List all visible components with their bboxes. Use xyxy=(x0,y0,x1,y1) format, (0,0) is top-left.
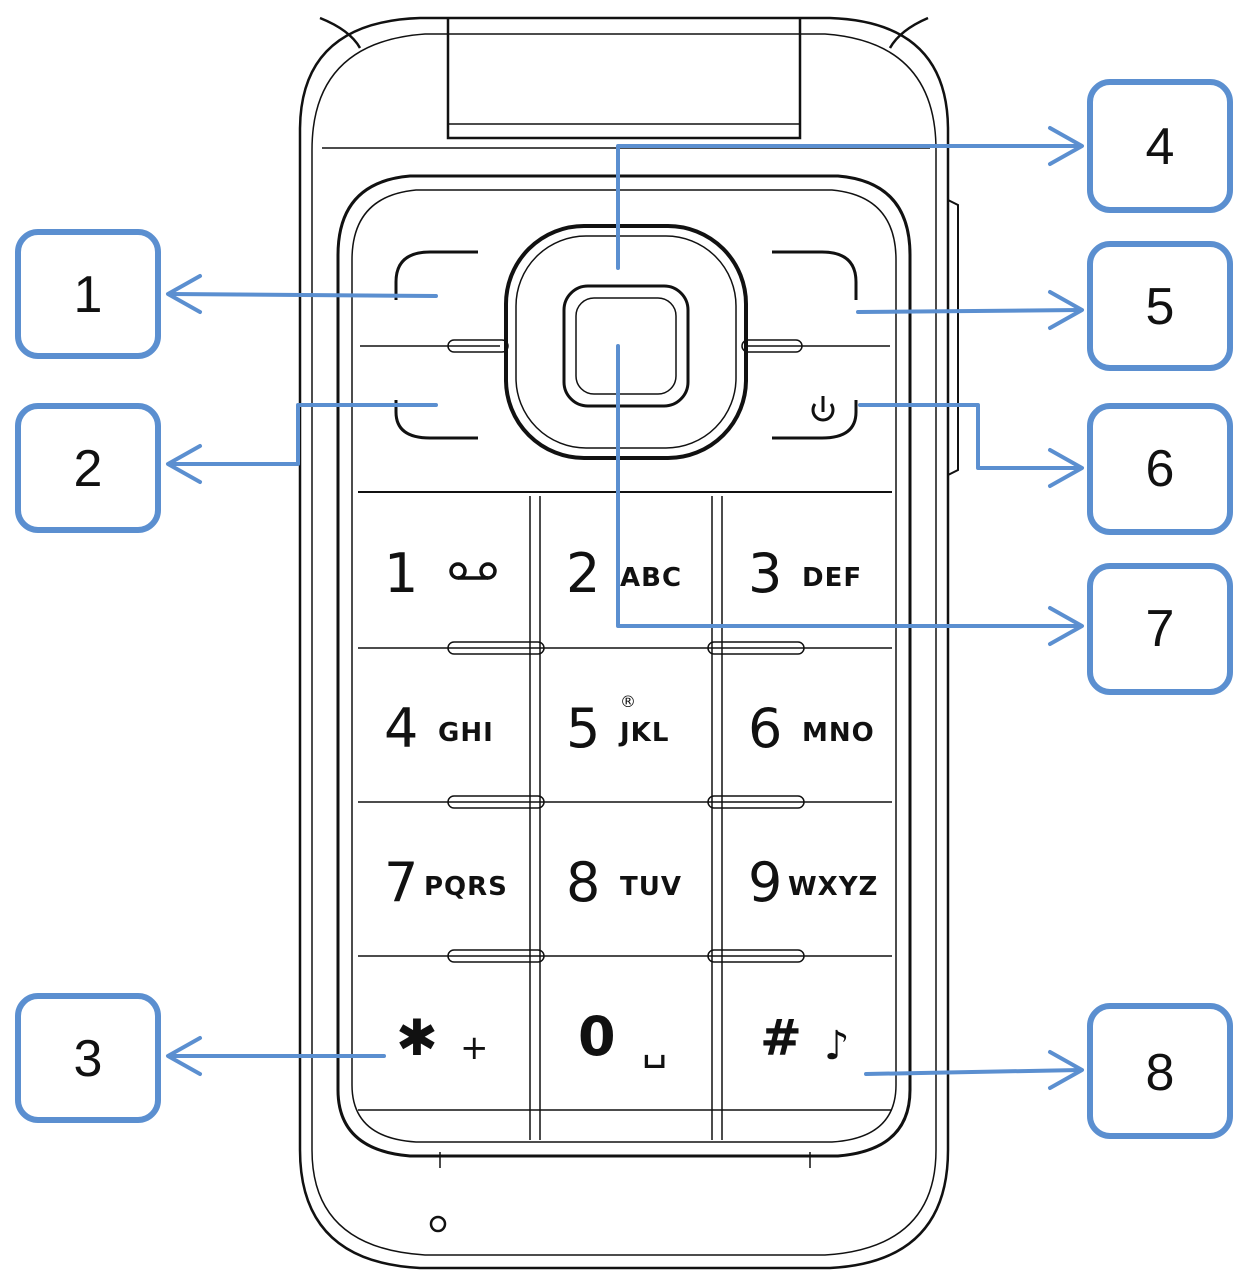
keypad-frame-inner xyxy=(351,189,897,1143)
callout-connectors xyxy=(166,126,1084,1090)
callout-label-8: 8 xyxy=(1146,1044,1175,1102)
callout-line-4 xyxy=(616,144,1082,270)
key-zero-letters: ␣ xyxy=(642,1023,667,1069)
power-icon xyxy=(811,396,835,422)
end-power-key[interactable] xyxy=(772,400,858,440)
callout-arrow-8 xyxy=(1048,1050,1084,1090)
callout-line-6 xyxy=(858,403,1082,470)
callout-box-3 xyxy=(15,993,161,1123)
callout-arrow-5 xyxy=(1048,290,1084,330)
key-2-digit: 2 xyxy=(566,542,600,605)
key-star-digit: ✱ xyxy=(396,1009,438,1067)
callout-labels: 1 2 3 4 5 6 7 8 xyxy=(74,118,1175,1102)
callout-line-1 xyxy=(168,292,438,298)
key-3-letters: DEF xyxy=(802,563,862,593)
callout-arrow-6 xyxy=(1048,448,1084,488)
callout-box-8 xyxy=(1087,1003,1233,1139)
callout-label-1: 1 xyxy=(74,266,103,324)
hinge-right-edge xyxy=(888,16,929,49)
left-selection-key[interactable] xyxy=(394,250,478,300)
navi-key[interactable] xyxy=(504,224,748,460)
callout-label-5: 5 xyxy=(1146,278,1175,336)
key-7-letters: PQRS xyxy=(424,872,508,902)
keypad-grid xyxy=(358,491,892,1140)
side-button xyxy=(947,199,959,476)
key-2-letters: ABC xyxy=(620,563,682,593)
key-hash-digit: # xyxy=(760,1009,802,1067)
callout-box-7 xyxy=(1087,563,1233,695)
key-zero[interactable] xyxy=(540,960,712,1110)
key-star[interactable] xyxy=(358,960,530,1110)
callout-box-5 xyxy=(1087,241,1233,371)
key-4-letters: GHI xyxy=(438,718,494,748)
key-5-letters: JKL xyxy=(618,718,669,748)
middle-selection-key[interactable] xyxy=(562,284,690,408)
key-9-letters: WXYZ xyxy=(788,872,878,902)
callout-box-6 xyxy=(1087,403,1233,535)
key-3-digit: 3 xyxy=(748,542,782,605)
callout-arrow-7 xyxy=(1048,606,1084,646)
callout-label-2: 2 xyxy=(74,440,103,498)
callout-arrow-3 xyxy=(166,1036,202,1076)
callout-label-4: 4 xyxy=(1146,118,1175,176)
key-8-letters: TUV xyxy=(620,872,682,902)
key-star-letters: + xyxy=(460,1028,489,1068)
callout-label-7: 7 xyxy=(1146,600,1175,658)
key-zero-digit: 0 xyxy=(578,1005,616,1068)
call-key[interactable] xyxy=(394,400,478,440)
callout-arrow-2 xyxy=(166,444,202,484)
key-5-tactile-mark: ® xyxy=(620,692,636,711)
callout-line-5 xyxy=(856,308,1082,314)
key-6-letters: MNO xyxy=(802,718,875,748)
callout-box-2 xyxy=(15,403,161,533)
callout-box-1 xyxy=(15,229,161,359)
hinge-left-edge xyxy=(319,16,362,49)
callout-line-7 xyxy=(616,344,1082,628)
callout-arrow-1 xyxy=(166,274,202,314)
key-4-digit: 4 xyxy=(384,697,418,760)
callout-box-4 xyxy=(1087,79,1233,213)
outer-shell xyxy=(298,16,950,1270)
key-5-digit: 5 xyxy=(566,697,600,760)
key-hash[interactable] xyxy=(722,960,892,1110)
callout-line-2 xyxy=(168,403,438,466)
microphone-hole xyxy=(429,1215,447,1233)
key-7-digit: 7 xyxy=(384,851,418,914)
callout-label-3: 3 xyxy=(74,1030,103,1088)
callout-label-6: 6 xyxy=(1146,440,1175,498)
hinge-screen-block xyxy=(446,18,802,140)
key-1-digit: 1 xyxy=(384,542,418,605)
soft-key-area xyxy=(360,224,890,460)
key-6-digit: 6 xyxy=(748,697,782,760)
right-selection-key[interactable] xyxy=(772,250,858,300)
callout-line-8 xyxy=(864,1068,1082,1076)
key-8-digit: 8 xyxy=(566,851,600,914)
key-9-digit: 9 xyxy=(748,851,782,914)
callout-arrow-4 xyxy=(1048,126,1084,166)
outer-shell-inner xyxy=(311,33,937,1256)
voicemail-icon xyxy=(449,562,497,580)
key-hash-letters: ♪ xyxy=(824,1023,850,1069)
keypad-frame xyxy=(336,174,912,1158)
callout-boxes xyxy=(15,79,1233,1139)
